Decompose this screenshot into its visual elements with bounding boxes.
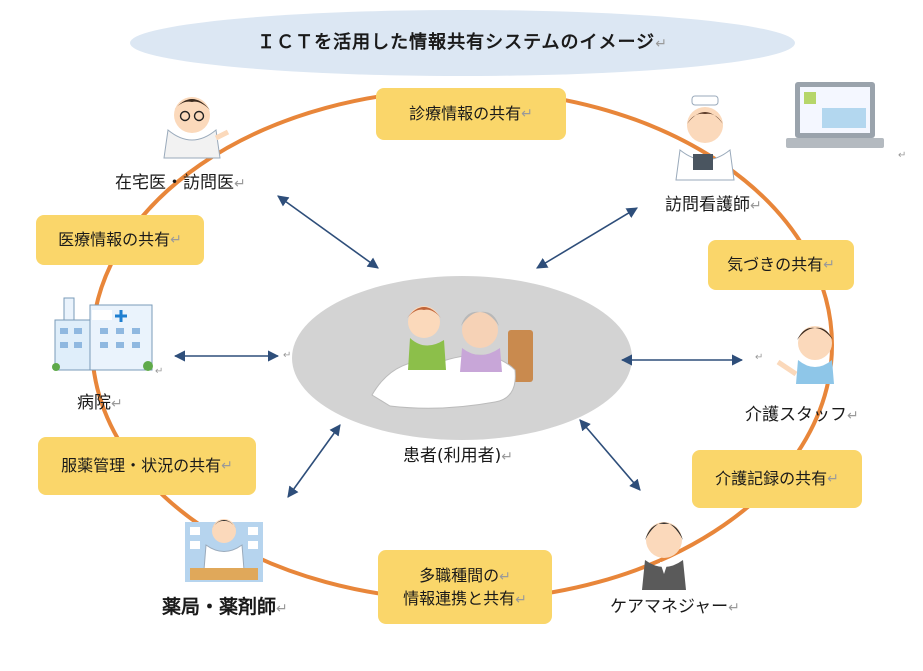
care-records-sharing-box: 介護記録の共有↵ <box>692 450 862 508</box>
box-label: 服薬管理・状況の共有 <box>61 456 222 476</box>
paragraph-mark: ↵ <box>521 105 533 122</box>
care-manager-label: ケアマネジャー↵ <box>610 592 740 617</box>
box-line-1: 多職種間の↵ <box>419 564 511 587</box>
label-text: 病院 <box>77 393 111 413</box>
laptop-illustration <box>786 82 884 148</box>
label-text: 在宅医・訪問医 <box>115 173 234 193</box>
patient-illustration <box>371 306 533 409</box>
hospital-label: 病院↵ <box>77 388 123 413</box>
stray-mark: ↵ <box>898 150 907 161</box>
paragraph-mark: ↵ <box>234 176 246 192</box>
nurse-illustration <box>675 95 735 181</box>
paragraph-mark: ↵ <box>728 600 740 616</box>
label-text: 患者(利用者) <box>403 446 502 466</box>
doctor-illustration <box>163 97 230 159</box>
box-label: 診療情報の共有 <box>409 104 522 124</box>
arrow-caremanager-patient <box>579 419 641 491</box>
label-text: 訪問看護師 <box>665 195 750 215</box>
awareness-sharing-box: 気づきの共有↵ <box>708 240 854 290</box>
box-label: 気づきの共有 <box>727 255 824 275</box>
paragraph-mark: ↵ <box>499 568 511 585</box>
label-text: 薬局・薬剤師 <box>162 596 277 618</box>
pharmacy-label: 薬局・薬剤師↵ <box>162 592 288 619</box>
paragraph-mark: ↵ <box>501 449 513 465</box>
paragraph-mark: ↵ <box>515 592 527 608</box>
paragraph-mark: ↵ <box>847 408 859 424</box>
nurse-label: 訪問看護師↵ <box>665 190 762 215</box>
box-label-line2: 情報連携と共有 <box>403 589 516 608</box>
paragraph-mark: ↵ <box>823 256 835 273</box>
title-text: ＩＣＴを活用した情報共有システムのイメージ <box>257 32 656 53</box>
hospital-illustration <box>52 297 153 371</box>
paragraph-mark: ↵ <box>170 231 182 248</box>
stray-mark: ↵ <box>755 352 764 363</box>
paragraph-mark: ↵ <box>655 36 668 52</box>
diagram-title: ＩＣＴを活用した情報共有システムのイメージ↵ <box>130 28 795 54</box>
box-line-2: 情報連携と共有↵ <box>403 587 527 610</box>
paragraph-mark: ↵ <box>750 198 762 214</box>
arrow-nurse-patient <box>536 207 638 269</box>
paragraph-mark: ↵ <box>276 601 288 617</box>
box-label: 介護記録の共有 <box>715 469 828 489</box>
title-banner <box>130 10 795 76</box>
patient-label: 患者(利用者)↵ <box>403 441 513 466</box>
medication-sharing-box: 服薬管理・状況の共有↵ <box>38 437 256 495</box>
care-staff-label: 介護スタッフ↵ <box>745 400 859 425</box>
diagnosis-sharing-box: 診療情報の共有↵ <box>376 88 566 140</box>
multi-profession-sharing-box: 多職種間の↵ 情報連携と共有↵ <box>378 550 552 624</box>
arrow-doctor-patient <box>277 195 379 269</box>
box-label-line1: 多職種間の <box>419 565 500 585</box>
paragraph-mark: ↵ <box>221 457 233 474</box>
arrow-pharmacy-patient <box>287 424 341 498</box>
paragraph-mark: ↵ <box>827 470 839 487</box>
box-label: 医療情報の共有 <box>58 230 171 250</box>
label-text: ケアマネジャー <box>610 597 729 617</box>
pharmacist-illustration <box>185 519 263 582</box>
care-manager-illustration <box>642 522 686 590</box>
stray-mark: ↵ <box>155 366 164 377</box>
doctor-label: 在宅医・訪問医↵ <box>115 168 246 193</box>
label-text: 介護スタッフ <box>745 405 847 425</box>
medical-sharing-box: 医療情報の共有↵ <box>36 215 204 265</box>
paragraph-mark: ↵ <box>111 396 123 412</box>
stray-mark: ↵ <box>283 350 292 361</box>
care-staff-illustration <box>776 326 834 384</box>
